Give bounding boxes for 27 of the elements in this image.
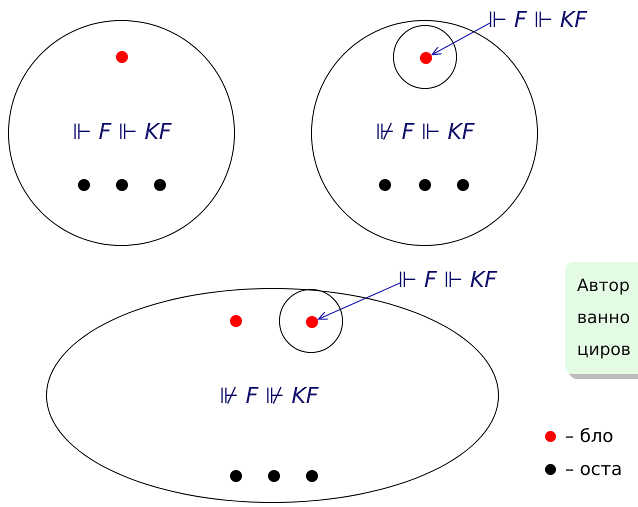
leader-arrow [318,282,400,320]
subset-circle [279,289,343,353]
formula-label: ⊩ F ⊩ KF [398,270,498,292]
set-circle [8,20,235,246]
legend-text: – оста [565,459,622,480]
formula-label: ⊩ F ⊩ KF [488,10,588,32]
note-text: Автор ванно циров [565,262,638,374]
point-dot [379,179,391,191]
point-dot [306,316,318,328]
point-dot [230,315,242,327]
point-dot [78,179,90,191]
legend-text: – бло [565,426,614,447]
formula-label: ⊮ F ⊮ KF [219,386,319,408]
set-ellipse [46,288,499,503]
leader-arrow [432,22,490,56]
point-dot [419,179,431,191]
point-dot [230,470,242,482]
subset-circle [393,25,457,89]
point-dot [420,52,432,64]
formula-label: ⊮ F ⊩ KF [375,122,475,144]
formula-label: ⊩ F ⊩ KF [72,122,172,144]
point-dot [268,470,280,482]
point-dot [154,179,166,191]
point-dot [116,51,128,63]
point-dot [306,470,318,482]
point-dot [457,179,469,191]
point-dot [116,179,128,191]
